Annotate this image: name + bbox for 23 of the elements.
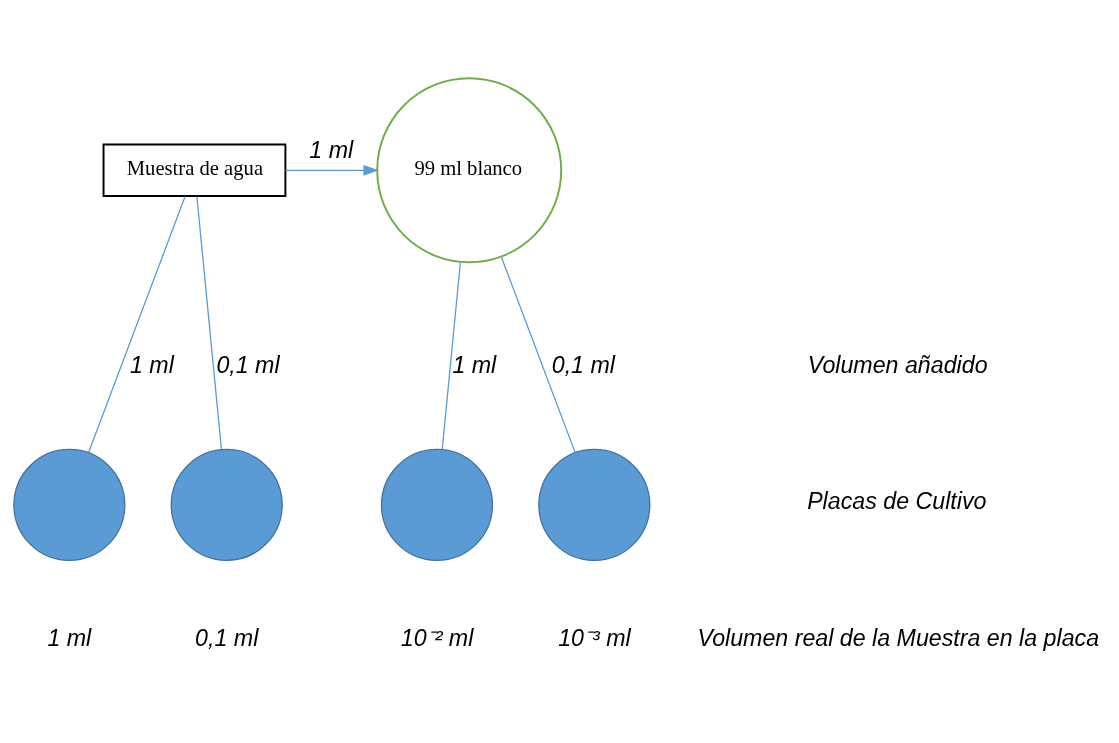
connector	[88, 195, 186, 453]
connector	[500, 256, 576, 454]
connector	[441, 261, 462, 450]
connector	[196, 195, 223, 450]
label: Placas de Cultivo	[807, 488, 987, 515]
edge-label: 0,1 ml	[551, 351, 615, 378]
edge-label: 1 ml	[452, 351, 497, 378]
label: Volumen añadido	[807, 351, 988, 378]
node-label: 1 ml	[47, 625, 92, 652]
node-label: 10⁻² ml	[400, 625, 474, 652]
node-circle: 99 ml blanco	[376, 77, 563, 264]
node-circle	[13, 448, 126, 561]
node-label: 10⁻³ ml	[558, 625, 631, 652]
edge-label: 0,1 ml	[216, 351, 280, 378]
arrow	[284, 164, 379, 176]
node-circle	[380, 448, 494, 561]
node-box: Muestra de agua	[102, 143, 287, 198]
label: Volumen real de la Muestra en la placa	[697, 625, 1100, 652]
node-circle	[170, 448, 283, 561]
node-circle	[538, 448, 651, 561]
edge-label: 1 ml	[309, 136, 354, 163]
edge-label: 1 ml	[129, 351, 174, 378]
node-label: 0,1 ml	[195, 625, 259, 652]
